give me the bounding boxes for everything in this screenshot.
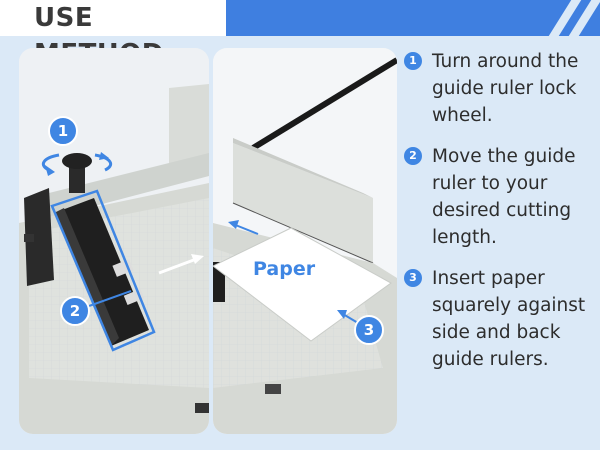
cutter-illustration-right: [213, 48, 397, 434]
step-number-1: 1: [404, 52, 422, 70]
page-title: USE METHOD: [0, 0, 226, 69]
step-text-2: Move the guide ruler to your desired cut…: [432, 146, 576, 248]
header-banner: USE METHOD: [0, 0, 600, 69]
paper-label: Paper: [253, 258, 316, 280]
cutter-illustration-left: [19, 48, 209, 434]
step-marker-1: 1: [48, 116, 78, 146]
step-text-3: Insert paper squarely against side and b…: [432, 268, 586, 370]
photo-paper-cutter: Paper 3: [213, 48, 397, 434]
step-marker-2: 2: [60, 296, 90, 326]
step-number-3: 3: [404, 269, 422, 287]
photo-guide-ruler: 1 2: [19, 48, 209, 434]
step-item-2: 2 Move the guide ruler to your desired c…: [400, 143, 596, 251]
step-text-1: Turn around the guide ruler lock wheel.: [432, 51, 579, 126]
step-number-2: 2: [404, 147, 422, 165]
step-item-1: 1 Turn around the guide ruler lock wheel…: [400, 48, 596, 129]
step-item-3: 3 Insert paper squarely against side and…: [400, 265, 596, 373]
steps-list: 1 Turn around the guide ruler lock wheel…: [400, 48, 596, 387]
step-marker-3: 3: [354, 315, 384, 345]
